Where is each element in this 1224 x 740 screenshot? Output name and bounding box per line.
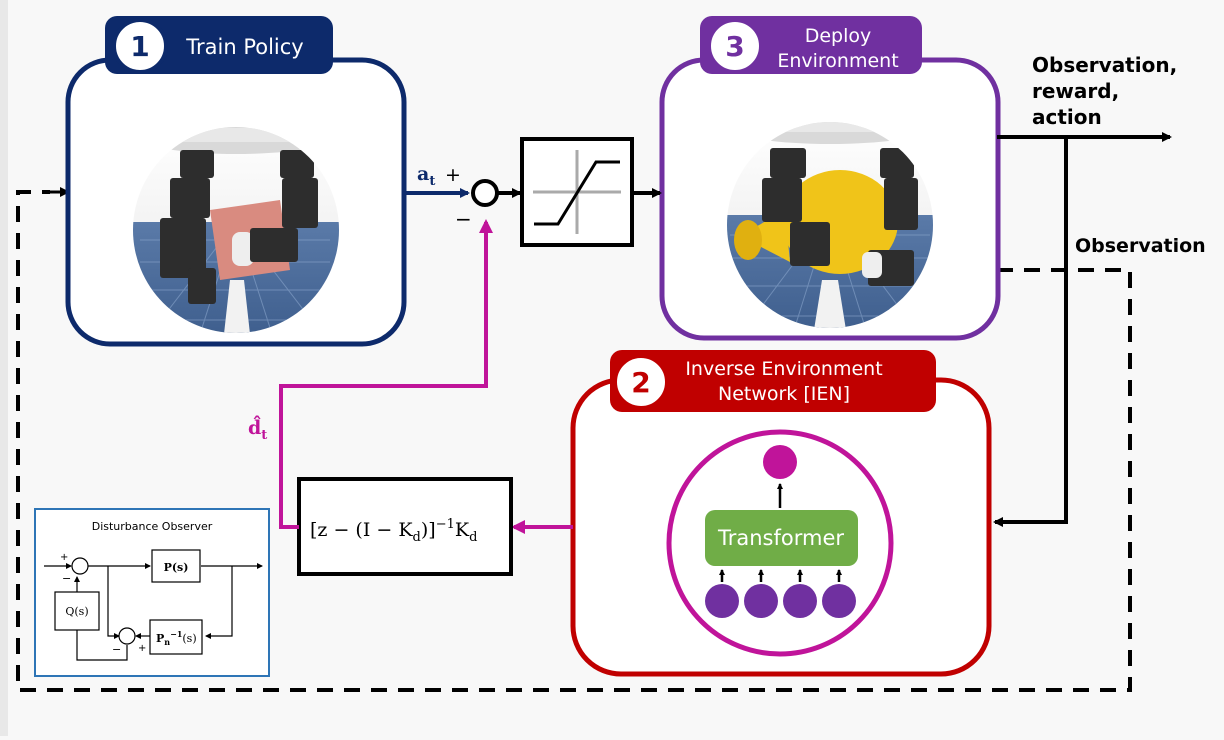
transformer-label: Transformer [717, 526, 844, 550]
stage-title-2-line2: Network [IEN] [718, 383, 850, 405]
sum-plus-sign: + [445, 164, 461, 186]
summing-junction [471, 179, 499, 207]
disturbance-estimate-arrow [279, 219, 493, 529]
dob-inner-junction [118, 627, 136, 645]
stage-deploy-environment: 3 Deploy Environment [659, 16, 1001, 341]
dob-inverse-nominal-block [149, 619, 203, 655]
dob-q-label: Q(s) [65, 605, 88, 618]
stage-inverse-environment-network: 2 Inverse Environment Network [IEN] Tran… [570, 350, 992, 677]
input-token [744, 584, 778, 618]
dob-q-block [54, 591, 100, 631]
disturbance-observer-inset: Disturbance Observer P(s) Q(s) Pn−1(s) +… [34, 508, 270, 677]
stage-title-2-line1: Inverse Environment [685, 358, 882, 380]
dob-inner-minus-sign: − [112, 643, 121, 656]
input-token [822, 584, 856, 618]
stage-title-3-line2: Environment [777, 50, 898, 72]
output-token [763, 445, 797, 479]
saturation-curve [533, 150, 621, 234]
input-token [705, 584, 739, 618]
transformer-block [705, 510, 858, 566]
stage-badge-3 [707, 18, 763, 74]
disturbance-estimate-symbol: d̂t [248, 415, 267, 443]
input-token [783, 584, 817, 618]
q-filter-block [297, 477, 513, 576]
dob-plus-sign: + [60, 552, 68, 563]
stage-number-2: 2 [631, 366, 650, 399]
stage-badge-1 [112, 18, 168, 74]
stage-train-policy: 1 Train Policy [65, 16, 407, 347]
action-symbol: at [417, 163, 435, 189]
observation-label: Observation [1075, 235, 1206, 257]
dob-title: Disturbance Observer [92, 520, 213, 533]
dob-inverse-nominal-label: Pn−1(s) [156, 629, 197, 647]
dob-plant-label: P(s) [164, 561, 189, 574]
stage-badge-2 [613, 354, 669, 410]
stage-title-1: Train Policy [185, 35, 303, 59]
dashed-feedback-loop [16, 190, 1132, 692]
outputs-label-line3: action [1032, 105, 1102, 129]
outputs-label-line1: Observation, [1032, 53, 1177, 77]
stage-title-3-line1: Deploy [805, 25, 872, 47]
robot-hand-training-image [133, 127, 339, 333]
stage-number-3: 3 [725, 30, 744, 63]
ien-header [610, 350, 936, 412]
observation-feedback-arrow [993, 137, 1068, 527]
sum-minus-sign: − [455, 207, 472, 231]
page-edge [0, 0, 8, 736]
stage-number-1: 1 [130, 30, 149, 63]
outputs-label-line2: reward, [1032, 79, 1119, 103]
dob-inner-plus-sign: + [138, 643, 146, 654]
dob-minus-sign: − [62, 572, 71, 585]
dob-plant-block [151, 549, 201, 583]
dob-outer-junction [71, 557, 89, 575]
q-filter-formula: [z − (I − Kd)]−1Kd [310, 517, 477, 545]
input-tokens [705, 569, 856, 618]
